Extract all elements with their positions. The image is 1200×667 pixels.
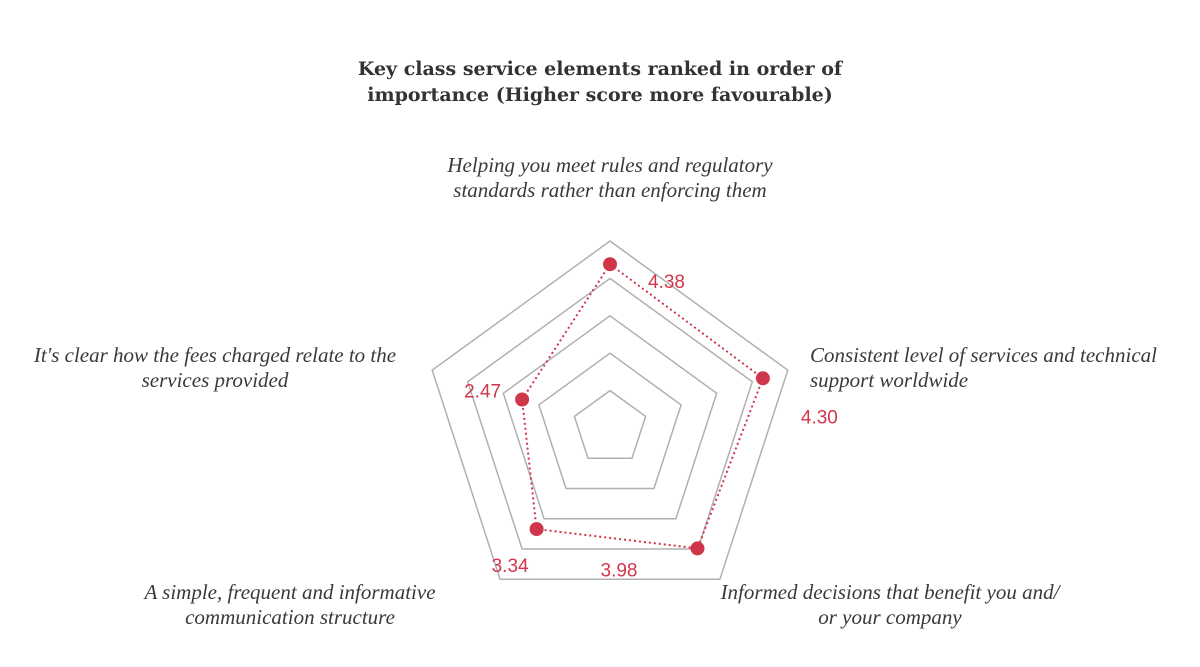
data-point-5 xyxy=(515,392,530,407)
data-label-3: 3.98 xyxy=(601,560,638,581)
axis-label-consistent-service-line-2: support worldwide xyxy=(810,368,969,392)
data-point-2 xyxy=(755,371,770,386)
axis-label-communication-line-1: A simple, frequent and informative xyxy=(144,580,436,604)
data-label-4: 3.34 xyxy=(492,556,529,577)
axis-label-consistent-service-line-1: Consistent level of services and technic… xyxy=(810,343,1157,367)
chart-title: Key class service elements ranked in ord… xyxy=(350,56,850,108)
data-point-1 xyxy=(603,257,617,272)
grid-ring-3 xyxy=(502,314,718,520)
grid-ring-5 xyxy=(431,240,789,581)
axis-label-informed-decisions-line-1: Informed decisions that benefit you and/ xyxy=(720,580,1060,604)
axis-label-fees-line-2: services provided xyxy=(141,368,289,392)
axis-label-fees: It's clear how the fees charged relate t… xyxy=(20,343,410,393)
axis-label-informed-decisions-line-2: or your company xyxy=(818,605,962,629)
axis-label-communication-line-2: communication structure xyxy=(185,605,395,629)
grid-ring-2 xyxy=(538,352,682,490)
axis-label-consistent-service: Consistent level of services and technic… xyxy=(810,343,1157,393)
chart-title-line-2: importance (Higher score more favourable… xyxy=(367,84,833,106)
data-point-3 xyxy=(690,541,705,556)
chart-title-line-1: Key class service elements ranked in ord… xyxy=(357,58,843,80)
axis-label-regulatory-line-2: standards rather than enforcing them xyxy=(453,178,767,202)
axis-label-regulatory-line-1: Helping you meet rules and regulatory xyxy=(447,153,773,177)
axis-label-informed-decisions: Informed decisions that benefit you and/… xyxy=(690,580,1090,630)
data-label-2: 4.30 xyxy=(801,407,838,428)
axis-label-regulatory: Helping you meet rules and regulatory st… xyxy=(400,153,820,203)
data-series-line xyxy=(521,262,765,550)
data-point-4 xyxy=(529,522,544,537)
axis-label-communication: A simple, frequent and informative commu… xyxy=(90,580,490,630)
axis-label-fees-line-1: It's clear how the fees charged relate t… xyxy=(33,343,397,367)
grid-ring-1 xyxy=(573,389,647,460)
data-label-1: 4.38 xyxy=(648,272,685,293)
grid-ring-4 xyxy=(466,277,754,550)
data-label-5: 2.47 xyxy=(464,382,501,403)
